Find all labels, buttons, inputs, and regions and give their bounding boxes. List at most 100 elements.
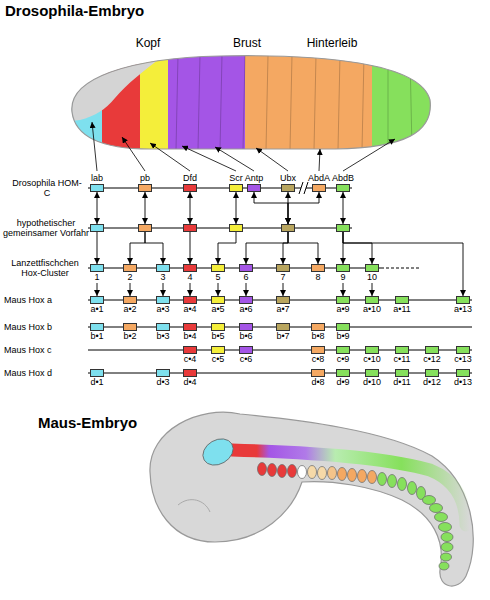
gene-box: 3 (148, 264, 178, 283)
gene-swatch (281, 184, 295, 192)
gene-box: AbdA (304, 173, 334, 192)
gene-swatch (211, 346, 225, 354)
row-label: Drosophila HOM-C (10, 178, 84, 198)
gene-box: d•8 (303, 369, 333, 388)
gene-box: d•11 (387, 369, 417, 388)
gene-box: c•4 (175, 346, 205, 365)
gene-box: lab (82, 173, 112, 192)
gene-label: c•11 (387, 354, 417, 365)
gene-box: a•13 (448, 296, 478, 315)
gene-swatch (336, 369, 350, 377)
segment (245, 50, 372, 155)
gene-box: b•2 (115, 323, 145, 342)
row-label: Maus Hox d (4, 368, 88, 378)
gene-box: a•11 (387, 296, 417, 315)
gene-label: 5 (203, 272, 233, 283)
gene-label: a•7 (268, 304, 298, 315)
gene-box (130, 224, 160, 232)
gene-swatch (365, 264, 379, 272)
gene-swatch (336, 296, 350, 304)
gene-swatch (336, 346, 350, 354)
gene-box: 4 (175, 264, 205, 283)
gene-box: c•12 (417, 346, 447, 365)
homology-arrow (145, 232, 163, 264)
gene-label: 1 (82, 272, 112, 283)
row-label: Maus Hox b (4, 322, 88, 332)
gene-swatch (311, 369, 325, 377)
gene-swatch (365, 369, 379, 377)
gene-swatch (183, 296, 197, 304)
gene-swatch (123, 296, 137, 304)
gene-label: lab (82, 173, 112, 184)
gene-box: Dfd (175, 173, 205, 192)
homology-arrow (283, 283, 284, 296)
embryo-outline (72, 56, 431, 149)
gene-swatch (336, 184, 350, 192)
gene-box: Antp (239, 173, 269, 192)
gene-swatch (90, 296, 104, 304)
homology-arrow (246, 232, 288, 264)
homology-arrow (97, 192, 98, 224)
gene-box: c•6 (231, 346, 261, 365)
gene-label: Antp (239, 173, 269, 184)
gene-label: c•12 (417, 354, 447, 365)
gene-box: Ubx (273, 173, 303, 192)
gene-label: d•9 (328, 377, 358, 388)
row-label: Lanzettfischchen Hox-Cluster (2, 258, 88, 278)
gene-box: a•9 (328, 296, 358, 315)
gene-label: 9 (328, 272, 358, 283)
homology-arrow (163, 283, 164, 296)
gene-box: c•9 (328, 346, 358, 365)
homology-arrow (130, 232, 145, 264)
gene-swatch (276, 323, 290, 331)
gene-swatch (395, 369, 409, 377)
gene-box: d•12 (417, 369, 447, 388)
gene-label: 8 (303, 272, 333, 283)
gene-label: a•3 (148, 304, 178, 315)
gene-swatch (156, 264, 170, 272)
diagram-title: Drosophila-Embryo (5, 2, 144, 20)
gene-swatch (156, 323, 170, 331)
gene-swatch (456, 369, 470, 377)
gene-box: a•7 (268, 296, 298, 315)
gene-swatch (311, 346, 325, 354)
gene-box: c•13 (448, 346, 478, 365)
gene-swatch (395, 346, 409, 354)
gene-swatch (239, 264, 253, 272)
homology-arrow (343, 232, 344, 264)
fly-embryo (60, 40, 440, 160)
somites (258, 463, 454, 571)
gene-box (328, 224, 358, 232)
gene-swatch (456, 346, 470, 354)
neural-tube (232, 450, 466, 525)
gene-swatch (239, 323, 253, 331)
segment-lines (176, 55, 412, 150)
gene-label: c•13 (448, 354, 478, 365)
gene-swatch (90, 184, 104, 192)
leader-lines (92, 122, 395, 171)
gene-swatch (456, 296, 470, 304)
gene-swatch (138, 224, 152, 232)
gene-label: a•5 (203, 304, 233, 315)
embryo-body (60, 40, 440, 160)
gene-box: a•3 (148, 296, 178, 315)
gene-box: 6 (231, 264, 261, 283)
gene-label: AbdB (328, 173, 358, 184)
gene-label: a•13 (448, 304, 478, 315)
row-label: Maus Hox a (4, 295, 88, 305)
gene-box: c•8 (303, 346, 333, 365)
gene-label: b•7 (268, 331, 298, 342)
gene-swatch (425, 346, 439, 354)
gene-box: 1 (82, 264, 112, 283)
gene-swatch (229, 224, 243, 232)
row-label: hypothetischer gemeinsamer Vorfahr (0, 218, 92, 238)
gene-box: AbdB (328, 173, 358, 192)
gene-box: b•8 (303, 323, 333, 342)
homology-arrow (283, 232, 288, 264)
gene-label: c•6 (231, 354, 261, 365)
gene-swatch (365, 346, 379, 354)
gene-label: a•4 (175, 304, 205, 315)
gene-label: 4 (175, 272, 205, 283)
region-label: Brust (224, 36, 270, 50)
gene-swatch (123, 264, 137, 272)
